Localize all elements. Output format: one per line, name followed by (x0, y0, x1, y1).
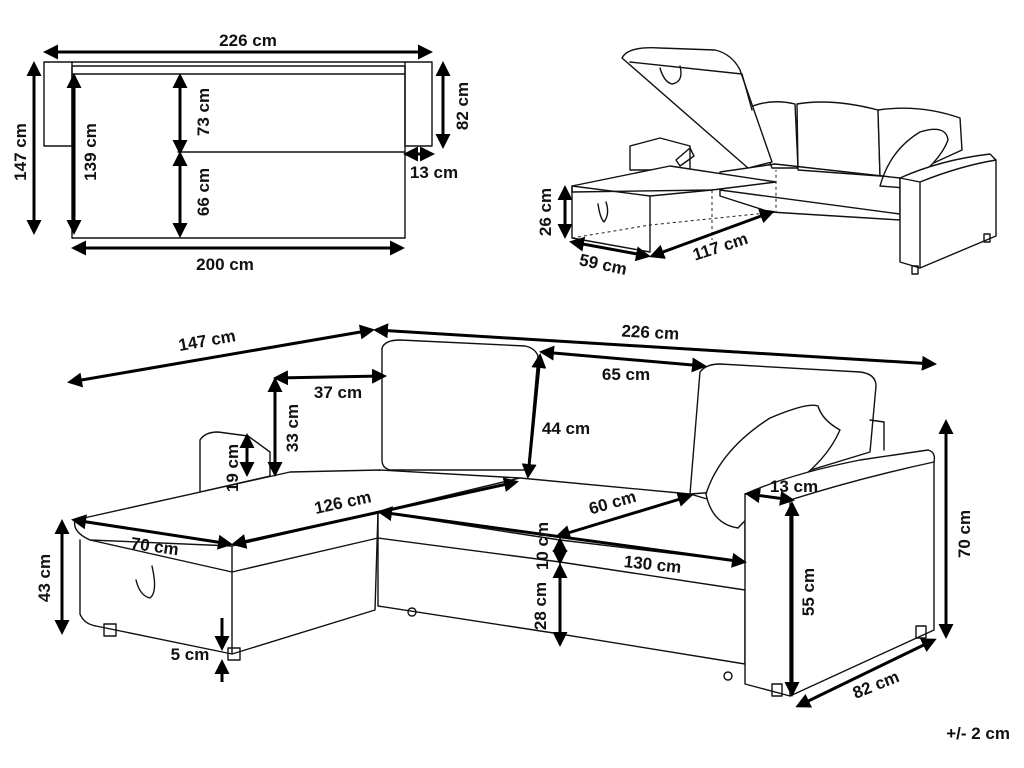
dim-main-37 (273, 368, 387, 386)
label-main-19: 19 cm (223, 444, 242, 492)
storage-view: 26 cm 59 cm 117 cm (536, 47, 997, 279)
label-main-226: 226 cm (621, 322, 680, 344)
tolerance-note: +/- 2 cm (946, 724, 1010, 743)
dim-storage-59 (569, 236, 651, 262)
dim-main-44 (521, 353, 547, 479)
label-storage-117: 117 cm (690, 229, 750, 265)
dim-storage-117 (649, 209, 775, 259)
top-view: 226 cm 147 cm 139 cm 73 cm 66 cm 82 cm 1… (11, 31, 472, 274)
label-main-82: 82 cm (850, 667, 902, 703)
main-sofa-outline (73, 339, 936, 697)
dim-main-13 (745, 488, 795, 506)
label-main-37: 37 cm (314, 383, 362, 402)
label-top-13: 13 cm (410, 163, 458, 182)
label-top-147: 147 cm (11, 123, 30, 181)
label-storage-59: 59 cm (578, 250, 629, 279)
label-top-66: 66 cm (194, 168, 213, 216)
dim-main-65 (539, 345, 707, 373)
label-top-73: 73 cm (194, 88, 213, 136)
label-main-13: 13 cm (770, 477, 818, 496)
label-main-55: 55 cm (799, 568, 818, 616)
label-top-139: 139 cm (81, 123, 100, 181)
storage-sofa-outline (571, 47, 997, 275)
label-top-226: 226 cm (219, 31, 277, 50)
label-main-147: 147 cm (177, 326, 237, 355)
label-main-33: 33 cm (283, 404, 302, 452)
dim-main-126 (231, 477, 519, 549)
label-top-200: 200 cm (196, 255, 254, 274)
label-main-28: 28 cm (531, 582, 550, 630)
dim-main-147 (67, 324, 375, 388)
label-main-65: 65 cm (602, 365, 650, 384)
label-top-82: 82 cm (453, 82, 472, 130)
label-storage-26: 26 cm (536, 188, 555, 236)
label-main-43: 43 cm (35, 554, 54, 602)
dim-main-70 (71, 514, 233, 550)
label-main-5: 5 cm (171, 645, 210, 664)
label-main-70b: 70 cm (955, 510, 974, 558)
top-view-outline (43, 61, 433, 239)
label-main-44: 44 cm (542, 419, 590, 438)
label-main-10: 10 cm (533, 522, 552, 570)
main-view: 147 cm 226 cm 37 cm 33 cm 19 cm 65 cm 44… (35, 322, 974, 708)
dim-main-82 (795, 638, 937, 708)
